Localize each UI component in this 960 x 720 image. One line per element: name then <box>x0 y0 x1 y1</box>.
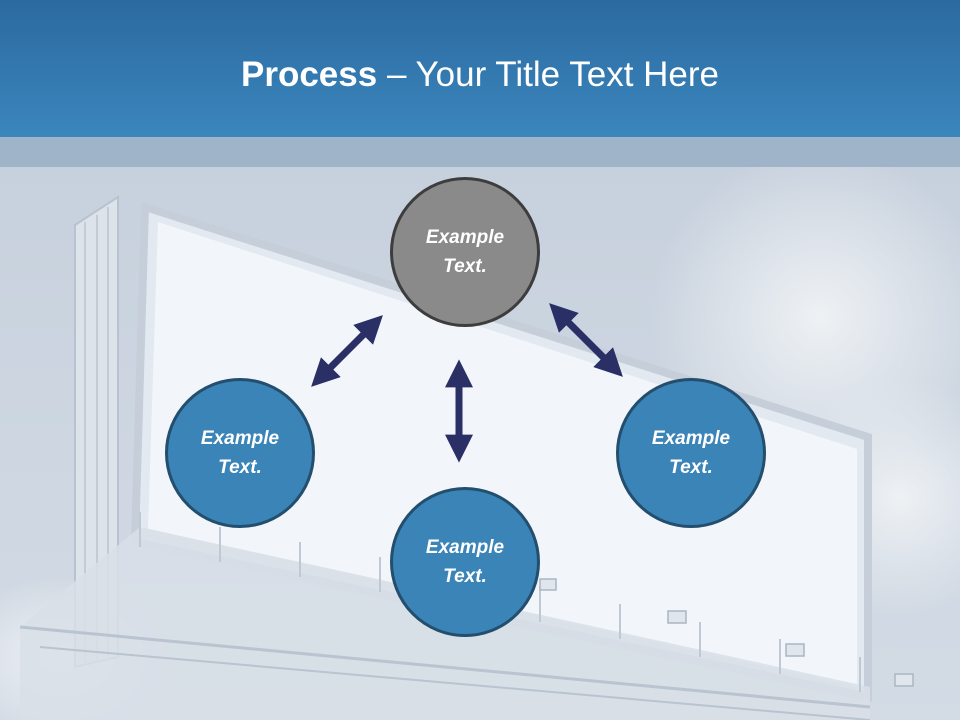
slide-title-rest: – Your Title Text Here <box>377 55 719 94</box>
title-bar-divider <box>0 137 960 167</box>
process-node-bottom: Example Text. <box>390 487 540 637</box>
process-node-top-label: Example Text. <box>425 227 505 277</box>
process-node-bottom-label: Example Text. <box>425 537 505 587</box>
floodlight <box>785 643 805 657</box>
floodlight <box>539 578 557 591</box>
floodlight <box>894 673 914 687</box>
process-node-right-label: Example Text. <box>651 428 731 478</box>
process-node-left: Example Text. <box>165 378 315 528</box>
slide-title: Process – Your Title Text Here <box>0 52 960 98</box>
title-bar <box>0 0 960 137</box>
arrow-top-left <box>311 315 383 387</box>
process-node-right: Example Text. <box>616 378 766 528</box>
arrow-top-right <box>549 303 623 377</box>
floodlight <box>667 610 687 624</box>
process-node-left-label: Example Text. <box>200 428 280 478</box>
slide-title-bold: Process <box>241 55 378 94</box>
process-node-top: Example Text. <box>390 177 540 327</box>
